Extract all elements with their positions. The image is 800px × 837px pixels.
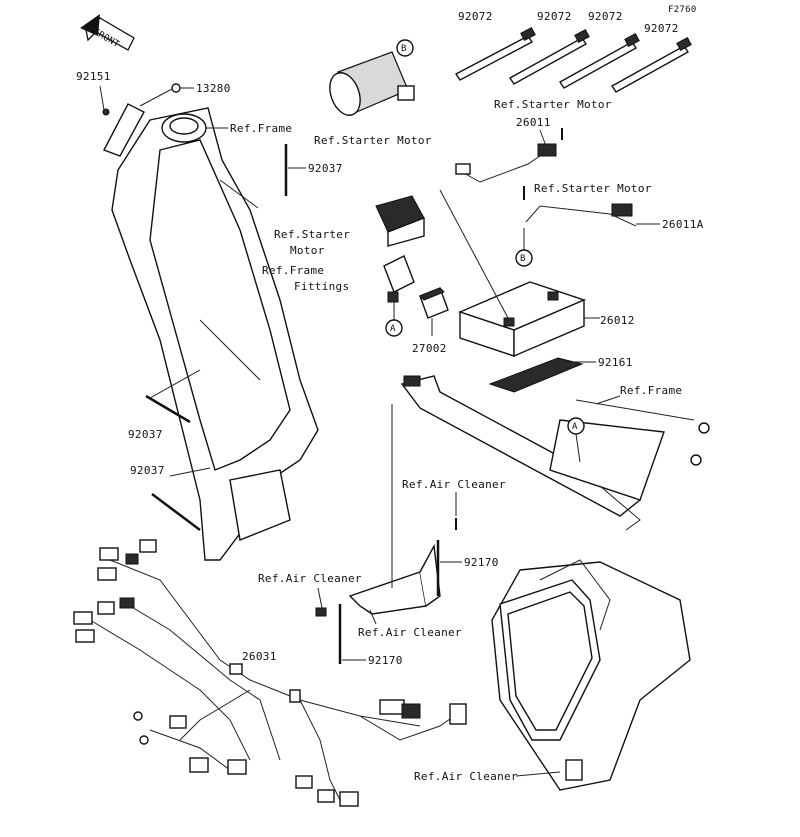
cable-tie-3 <box>558 32 640 89</box>
starter-relay <box>375 195 425 247</box>
callout-ref-air-cleaner-mid: Ref.Air Cleaner <box>358 626 462 639</box>
battery-case <box>400 375 710 531</box>
frame <box>111 107 319 561</box>
marker-a-relay-label: A <box>390 324 396 334</box>
callout-92072-4: 92072 <box>644 22 679 35</box>
cable-ties <box>454 26 692 93</box>
callout-ref-air-cleaner-top: Ref.Air Cleaner <box>402 478 506 491</box>
marker-a-relay <box>385 319 403 337</box>
callout-92037-top: 92037 <box>308 162 343 175</box>
callout-92161: 92161 <box>598 356 633 369</box>
callout-92170-top: 92170 <box>464 556 499 569</box>
callout-ref-starter-motor-relay-b: Motor <box>290 244 325 257</box>
callout-ref-frame-fittings-b: Fittings <box>294 280 349 293</box>
callout-ref-air-cleaner-bottom: Ref.Air Cleaner <box>414 770 518 783</box>
cable-tie-4 <box>610 36 692 93</box>
callout-13280: 13280 <box>196 82 231 95</box>
figure-code: F2760 <box>668 5 697 15</box>
callout-ref-starter-motor-right: Ref.Starter Motor <box>534 182 652 195</box>
air-cleaner-bracket <box>348 518 457 615</box>
callout-ref-frame-fittings-a: Ref.Frame <box>262 264 324 277</box>
callout-26011: 26011 <box>516 116 551 129</box>
callout-92170-low: 92170 <box>368 654 403 667</box>
callout-26031: 26031 <box>242 650 277 663</box>
battery-cable-26011a <box>523 186 637 227</box>
callout-92072-3: 92072 <box>588 10 623 23</box>
starter-motor <box>329 39 415 116</box>
callout-ref-starter-motor-mid: Ref.Starter Motor <box>494 98 612 111</box>
callout-92072-1: 92072 <box>458 10 493 23</box>
callout-26012: 26012 <box>600 314 635 327</box>
fuse-27002 <box>419 287 449 319</box>
callout-92072-2: 92072 <box>537 10 572 23</box>
callout-ref-starter-motor-top: Ref.Starter Motor <box>314 134 432 147</box>
callout-26011a: 26011A <box>662 218 704 231</box>
callout-27002: 27002 <box>412 342 447 355</box>
marker-b-top-label: B <box>401 44 407 54</box>
battery-26012 <box>458 281 586 358</box>
cable-tie-1 <box>454 26 536 81</box>
callout-ref-air-cleaner-left: Ref.Air Cleaner <box>258 572 362 585</box>
marker-b-top <box>396 39 414 57</box>
callout-92151: 92151 <box>76 70 111 83</box>
callout-ref-frame-top: Ref.Frame <box>230 122 292 135</box>
front-arrow-icon: FRONT <box>80 14 135 51</box>
marker-a-case-label: A <box>572 422 578 432</box>
air-cleaner-box <box>491 559 691 791</box>
relay-bracket <box>383 255 415 303</box>
marker-b-cable-label: B <box>520 254 526 264</box>
battery-pad-92161 <box>488 357 584 393</box>
marker-b-cable <box>515 249 533 267</box>
wiring-harness-26031 <box>73 539 467 807</box>
cable-tie-2 <box>508 28 590 85</box>
battery-cable-26011 <box>455 128 563 183</box>
callout-ref-frame-right: Ref.Frame <box>620 384 682 397</box>
callout-92037-mid: 92037 <box>128 428 163 441</box>
callout-ref-starter-motor-relay-a: Ref.Starter <box>274 228 350 241</box>
callout-92037-low: 92037 <box>130 464 165 477</box>
